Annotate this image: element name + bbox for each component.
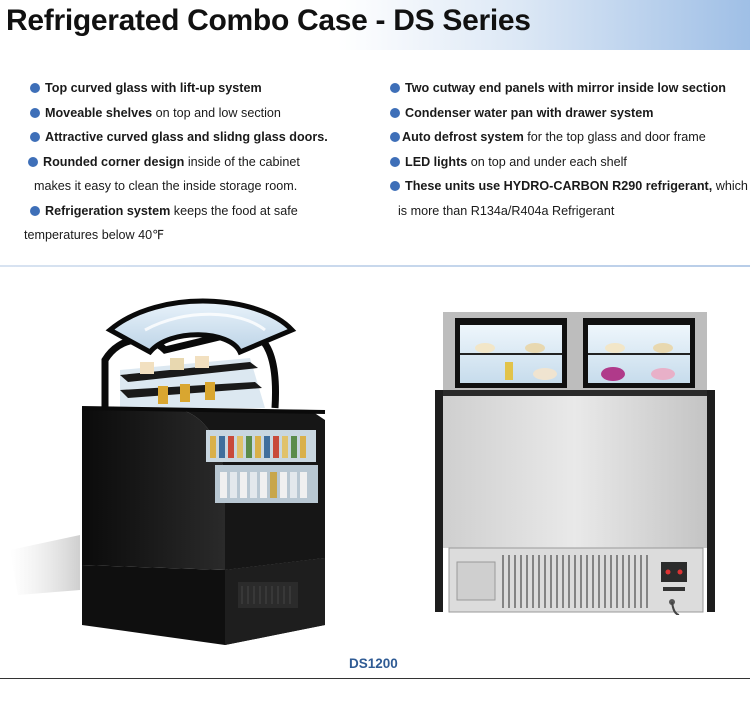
bullet-icon [390,83,400,93]
section-divider [0,265,750,267]
bullet-icon [390,156,400,167]
feature-item: Refrigeration system keeps the food at s… [24,199,364,224]
product-image-front-angled [10,298,326,645]
feature-text: keeps the food at safe [170,203,298,218]
feature-text: which [712,179,748,193]
feature-bold-text: Attractive curved glass and slidng glass… [45,130,328,144]
feature-bold-text: Refrigeration system [45,203,171,218]
footer-divider [0,678,750,679]
bullet-icon [390,132,400,142]
page-title: Refrigerated Combo Case - DS Series [6,4,531,37]
feature-bold-text: Top curved glass with lift-up system [45,81,262,95]
feature-bold-text: Rounded corner design [43,154,185,169]
model-label: DS1200 [349,656,398,671]
feature-continuation: temperatures below 40℉ [24,228,165,242]
feature-item: Moveable shelves on top and low section [24,101,364,126]
feature-bold-text: These units use HYDRO-CARBON R290 refrig… [405,179,713,193]
feature-bold-text: Condenser water pan with drawer system [405,105,654,120]
bullet-icon [30,205,40,216]
bullet-icon [30,107,40,118]
feature-item: LED lights on top and under each shelf [390,150,740,175]
bullet-icon [390,181,400,191]
feature-item: Attractive curved glass and slidng glass… [24,125,364,150]
product-image-rear-view [435,312,715,615]
feature-continuation: makes it easy to clean the inside storag… [34,179,298,193]
bullet-icon [30,83,40,93]
feature-item: Auto defrost system for the top glass an… [390,125,740,150]
feature-item: These units use HYDRO-CARBON R290 refrig… [390,174,748,199]
bullet-icon [30,132,40,142]
feature-text: on top and low section [152,105,281,120]
feature-item: Rounded corner design inside of the cabi… [24,150,364,175]
feature-text: on top and under each shelf [467,154,627,169]
bullet-icon [28,156,38,167]
title-banner: Refrigerated Combo Case - DS Series [0,0,750,50]
feature-text: inside of the cabinet [184,154,300,169]
feature-bold-text: Moveable shelves [45,105,153,120]
feature-item: Top curved glass with lift-up system [24,76,364,101]
bullet-icon [390,107,400,118]
feature-bold-text: Auto defrost system [402,130,524,144]
feature-bold-text: Two cutway end panels with mirror inside… [405,81,726,95]
feature-continuation: is more than R134a/R404a Refrigerant [398,203,615,218]
features-right: Two cutway end panels with mirror inside… [390,76,748,223]
feature-text: for the top glass and door frame [523,130,706,144]
feature-item: Condenser water pan with drawer system [390,101,740,126]
feature-bold-text: LED lights [405,154,468,169]
feature-item: Two cutway end panels with mirror inside… [390,76,740,101]
features-left: Top curved glass with lift-up system Mov… [24,76,364,248]
